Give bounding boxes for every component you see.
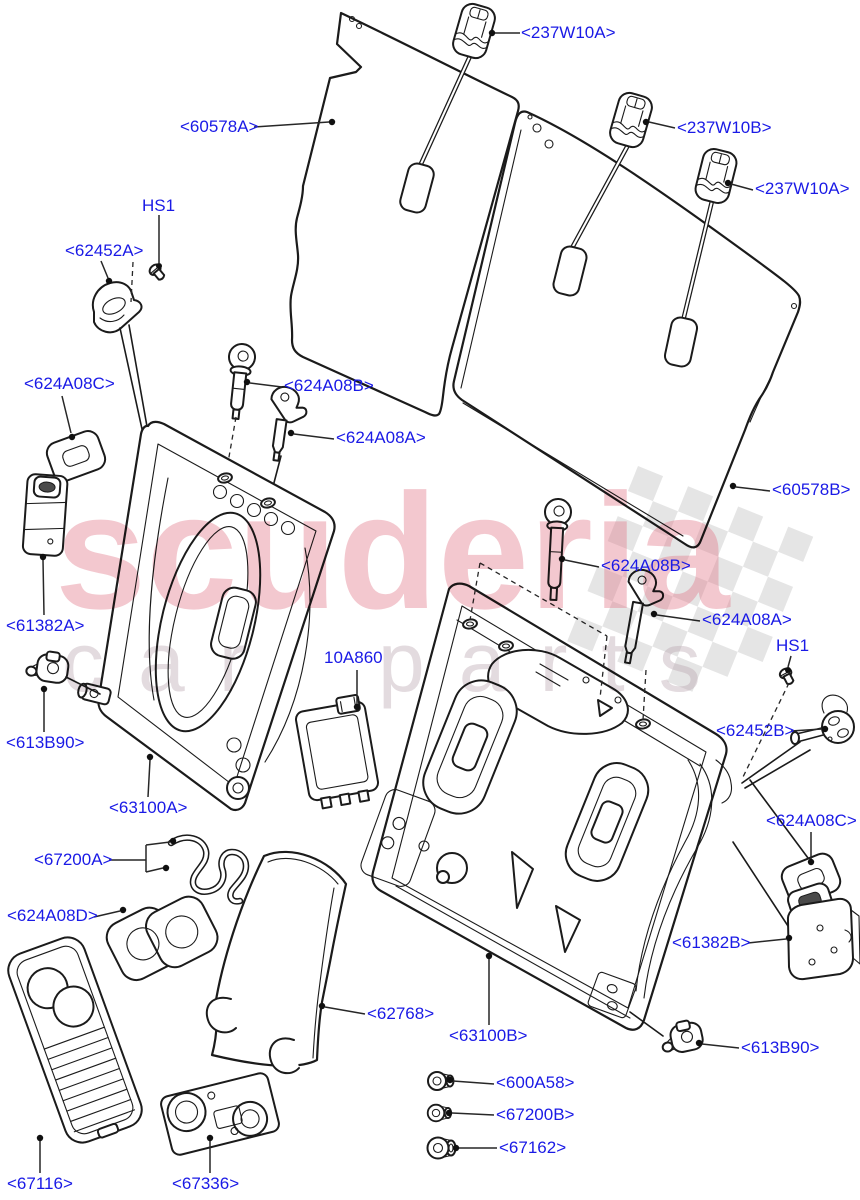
part-label-61382B[interactable]: <61382B> bbox=[672, 933, 751, 952]
part-label-HS1-left[interactable]: HS1 bbox=[142, 196, 176, 215]
frame-63100B bbox=[360, 582, 733, 1031]
striker-62452A bbox=[91, 281, 143, 334]
part-label-HS1-right[interactable]: HS1 bbox=[776, 636, 810, 655]
harness-67200A bbox=[167, 834, 250, 905]
bolt-624A08A-right bbox=[623, 566, 668, 665]
part-label-60578B[interactable]: <60578B> bbox=[772, 480, 851, 499]
latch-pin-613B90-left bbox=[24, 647, 72, 686]
part-label-10A860[interactable]: 10A860 bbox=[324, 648, 383, 667]
panel-60578A bbox=[289, 11, 520, 417]
part-label-613B90-left[interactable]: <613B90> bbox=[6, 733, 85, 752]
part-label-624A08A-right[interactable]: <624A08A> bbox=[702, 610, 792, 629]
part-label-624A08D[interactable]: <624A08D> bbox=[7, 906, 98, 925]
part-label-62452B[interactable]: <62452B> bbox=[716, 721, 795, 740]
bolt-624A08B-left bbox=[226, 341, 258, 420]
grommet-67162 bbox=[426, 1136, 457, 1160]
part-label-62768[interactable]: <62768> bbox=[367, 1004, 435, 1023]
part-label-61382A[interactable]: <61382A> bbox=[6, 616, 85, 635]
bracket-61382A bbox=[21, 473, 69, 557]
tray-67116 bbox=[7, 936, 143, 1144]
bolt-624A08A-left bbox=[267, 384, 311, 462]
part-label-600A58[interactable]: <600A58> bbox=[496, 1073, 575, 1092]
frame-63100A bbox=[77, 420, 336, 812]
bolt-624A08B-right bbox=[543, 497, 573, 602]
part-label-63100B[interactable]: <63100B> bbox=[449, 1026, 528, 1045]
armrest-panel-62768 bbox=[205, 850, 348, 1075]
part-label-67116[interactable]: <67116> bbox=[7, 1174, 73, 1193]
part-label-237W10B[interactable]: <237W10B> bbox=[677, 118, 772, 137]
headrest-guide-237W10B bbox=[550, 89, 656, 299]
part-label-624A08B-right[interactable]: <624A08B> bbox=[601, 556, 691, 575]
part-label-67200B[interactable]: <67200B> bbox=[496, 1105, 575, 1124]
latch-pin-613B90-right bbox=[657, 1017, 706, 1057]
part-label-624A08A-left[interactable]: <624A08A> bbox=[336, 428, 426, 447]
part-label-613B90-right[interactable]: <613B90> bbox=[741, 1038, 820, 1057]
cover-10A860 bbox=[294, 694, 380, 810]
panel-60578B bbox=[452, 110, 802, 549]
part-label-624A08C-right[interactable]: <624A08C> bbox=[766, 811, 857, 830]
headrest-guide-237W10A-mid bbox=[662, 145, 740, 370]
part-label-237W10A-mid[interactable]: <237W10A> bbox=[755, 179, 850, 198]
part-label-624A08C-left[interactable]: <624A08C> bbox=[24, 374, 115, 393]
seal-624A08D bbox=[105, 895, 219, 982]
bracket-67336 bbox=[160, 1072, 280, 1156]
part-label-62452A[interactable]: <62452A> bbox=[65, 241, 144, 260]
part-label-67336[interactable]: <67336> bbox=[172, 1174, 240, 1193]
leader-lines bbox=[36, 29, 829, 1173]
bracket-61382B bbox=[786, 882, 860, 981]
part-label-67162[interactable]: <67162> bbox=[499, 1138, 567, 1157]
part-label-624A08B-left[interactable]: <624A08B> bbox=[284, 376, 374, 395]
part-label-60578A[interactable]: <60578A> bbox=[180, 117, 259, 136]
headrest-guide-237W10A-top bbox=[397, 0, 499, 216]
part-label-237W10A-top[interactable]: <237W10A> bbox=[521, 23, 616, 42]
part-label-67200A[interactable]: <67200A> bbox=[34, 850, 113, 869]
striker-62452B bbox=[790, 694, 855, 745]
part-label-63100A[interactable]: <63100A> bbox=[109, 798, 188, 817]
